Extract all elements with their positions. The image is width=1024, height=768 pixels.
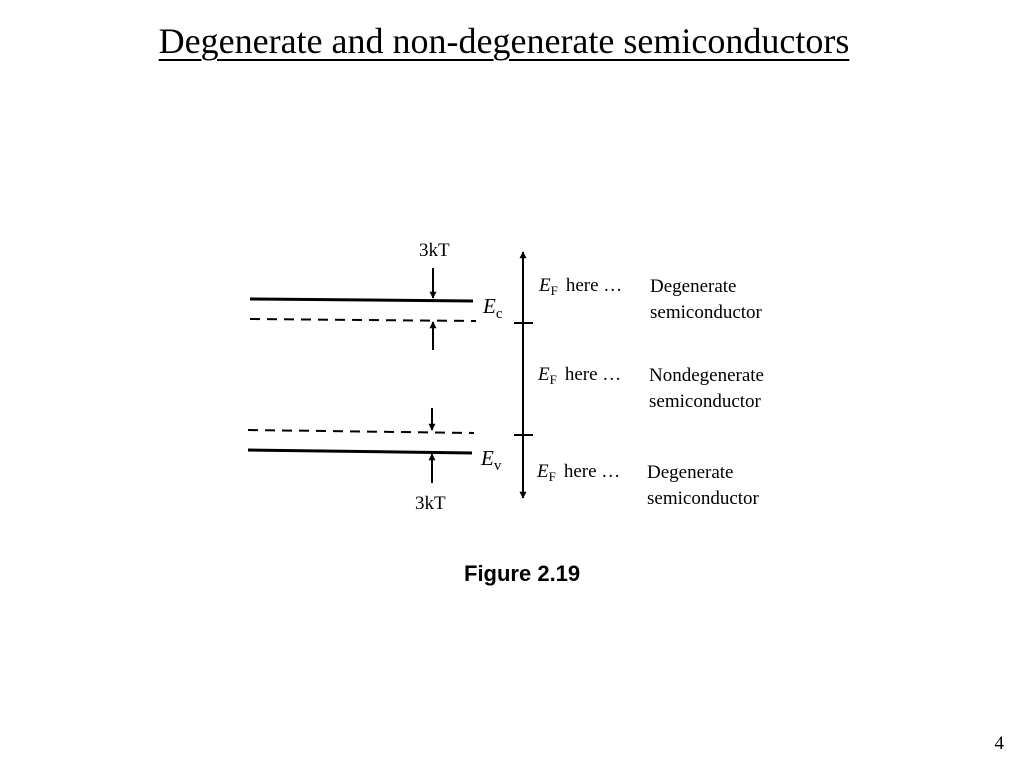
region-middle-type-line1: Nondegenerate xyxy=(649,365,764,386)
conduction-band-3kt-dashed-line xyxy=(249,318,477,322)
region-upper-type-line2: semiconductor xyxy=(650,302,763,323)
bottom-gap-label: 3kT xyxy=(415,493,446,514)
region-lower-type-line1: Degenerate xyxy=(647,462,734,483)
slide-number: 4 xyxy=(994,733,1005,754)
region-upper-type-line1: Degenerate xyxy=(650,276,737,297)
conduction-band-label: Ec xyxy=(482,294,503,322)
slide-title: Degenerate and non-degenerate semiconduc… xyxy=(158,21,850,61)
figure-caption: Figure 2.19 xyxy=(464,561,580,586)
region-lower-type-line2: semiconductor xyxy=(647,488,760,509)
conduction-band-line xyxy=(249,297,474,303)
valence-band-line xyxy=(247,448,473,455)
valence-band-3kt-dashed-line xyxy=(247,429,475,434)
valence-band-label: Ev xyxy=(480,446,502,474)
region-middle-type-line2: semiconductor xyxy=(649,391,762,412)
top-gap-label: 3kT xyxy=(419,240,450,261)
